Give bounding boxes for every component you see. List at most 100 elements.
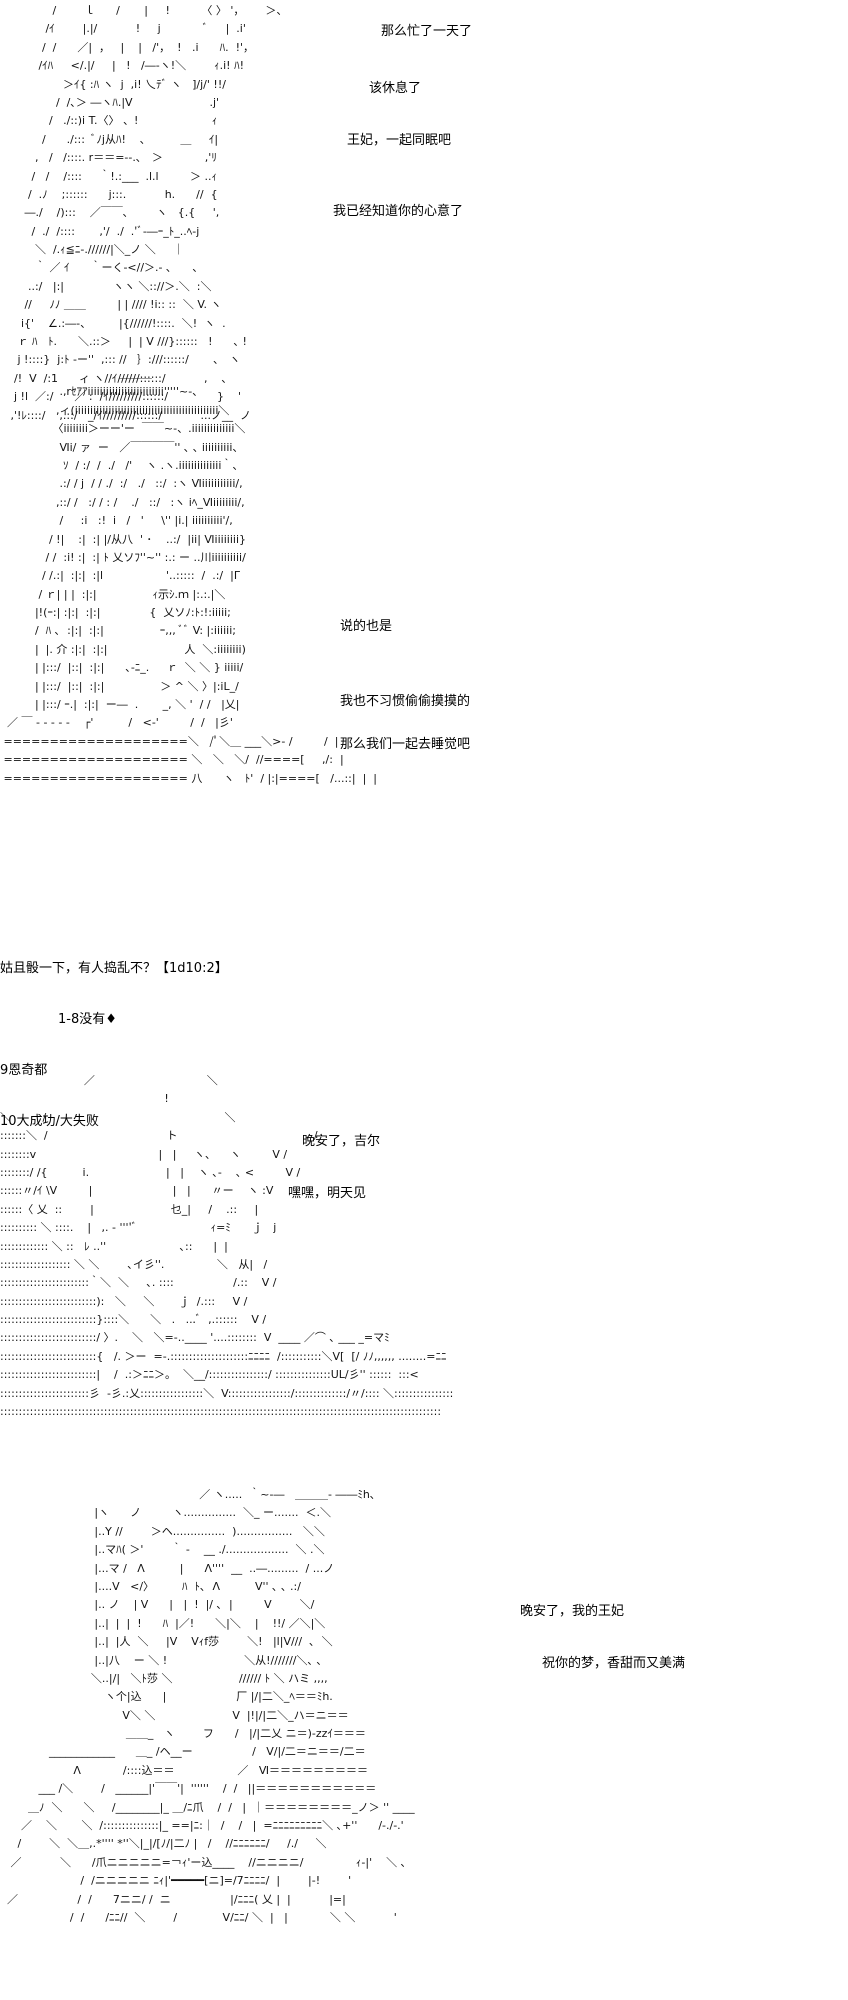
ascii-art-line: :::::::＼ / ト / [0,1129,318,1143]
ascii-art-line: / / /ﾆﾆ// ＼ / V/ﾆﾆ/ ＼ | | ＼ ＼ ' [0,1910,397,1924]
ascii-art-line: |..| |人 ＼ |V Vｨf莎 ＼! |l|V/// ､ ＼ [0,1635,333,1649]
dice-line: 1-8没有♦ [58,1012,117,1027]
dialogue-line: 该休息了 [369,81,422,96]
ascii-art-line: ::::::〈 乂 :: | 乜_| / .:: | [0,1202,259,1216]
ascii-art-line: /ｲ |.|/ ! j ﾞ | .i' [0,22,246,36]
ascii-art-line: ／ ＼ /爪ニニニニニ=￢ｨ'ー込____ //ニニニニ/ ｨ-|' ＼ ､ [0,1855,407,1869]
ascii-art-line: | |:::/ |::| :|:| ＞ ^ ＼ 〉|:iL_/ [0,679,239,693]
ascii-art-line: ::::::::/ /{ i. | | ヽ ､- ､ < V / [0,1165,301,1179]
ascii-art-line: j !l ／:/ ／ : /ｲ/////////::::::/ } ' [0,390,242,404]
ascii-art-line: / ｒ| | | :|:| ｨ示ｼ.ｍ |:.:.|＼ [0,587,226,601]
ascii-art-line: |..Y // ＞ヘ............... ).............… [0,1524,325,1538]
ascii-art-line: / ＼ ＼＿,.*'''' *''＼|_|/[ﾉ/|二ﾉ | / //ﾆﾆﾆﾆﾆ… [0,1837,327,1851]
ascii-art-line: | |:::/ ｰ.| :|:| ー― . _, ＼ ' / / |乂| [0,698,240,712]
ascii-art-line: ＿＿＿ [0,367,152,380]
dialogue-line: 王妃，一起同眠吧 [347,133,452,148]
ascii-art-line: / !| :| :| |/从八 ' ･ ..:/ |ii| Ⅵiiiiiiii} [0,532,246,546]
ascii-art-line: / ./::: ﾞﾉj从ﾊ! ､ ＿ ｲ| [0,132,219,146]
ascii-art-line: Ⅵi/ ァ ー ／￣￣￣￣'' ､ ､ iiiiiiiiii、 [0,440,244,454]
dialogue-line: 晚安了，吉尔 [302,1134,381,1149]
ascii-art-line: .:/ / j / / ./ :/ ./ ::/ :ヽ Ⅵiiiiiiiiiii… [0,477,243,491]
ascii-art-line: ====================＼ /ﾟ＼＿ ___＼>- / / | [0,734,339,748]
dice-line: 10大成功/大失败 [0,1114,99,1129]
ascii-art-line: ＼ / ＼ [0,1110,236,1124]
ascii-art-line: ／ ￣ ‐ ‐ ‐ ‐ ‐ ┌' / <-' / / |彡' [0,716,233,730]
ascii-art-line: ＿ﾉ ＼ ＼ /________|_ ＿/ﾆ爪 / / | ｜＝＝＝＝＝＝＝＝_… [0,1800,415,1814]
ascii-art-line: /ｲﾊ </.|/ | ! /―‐ヽ!＼ ｨ.i! ﾊ! [0,59,244,73]
ascii-art-line: , / /::::. r＝＝=‐-.､ ＞ ,'ﾘ [0,151,217,165]
ascii-art-line: ／ ヽ..... ｀~-― ＿＿＿- ――ﾐh､ [0,1488,376,1501]
dice-roll-note: 姑且骰一下，有人捣乱不？【1d10:2】 1-8没有♦ 9恩奇都 10大成功/大… [0,926,228,1147]
dialogue-line: 我已经知道你的心意了 [333,204,464,219]
ascii-art-line: Λ /::::込＝＝ ／ Ⅵ＝＝＝＝＝＝＝＝＝ [0,1763,369,1777]
ascii-art-line: |..| | | ! ﾊ |／! ＼|＼ | !!/ ／＼|＼ [0,1616,326,1630]
ascii-art-line: ____________ ＿_ /ヘ__ー / V/|/二＝ニ＝＝/二＝ [0,1745,366,1759]
ascii-art-line: j !::::} j:ﾄ ‐ー'' ,::: // ｝:///::::::/ ､… [0,353,241,367]
ascii-art-line: ::::::::::::::::::::::::彡 -彡.:乂:::::::::… [0,1386,454,1400]
ascii-art-line: ::::::::::::::::::::::::｀＼ ＼ ､. :::: /.:… [0,1276,277,1290]
ascii-art-line: | |. 介 :|:| :|:| 人 ＼:iiiiiiii) [0,642,246,656]
ascii-art-3: ／ ＼ !＼ / ＼:::::::＼ / ト [0,1072,453,1421]
ascii-art-line: ／ ＼ [0,1074,218,1087]
ascii-art-line: ::::::::::::::::::::::::::| / .:＞ﾆﾆ＞。 ＼_… [0,1368,419,1382]
ascii-art-line: ―./ /)::: ／￣￣､ ヽ {.{ ', [0,206,220,220]
ascii-art-line: / ｌ / | ! 〈 〉 '， ＞、 [0,4,288,17]
ascii-art-line: / :i :! i / ' \'' |i.| iiiiiiiiii'/, [0,514,233,528]
dialogue-line: 我也不习惯偷偷摸摸的 [340,694,471,709]
ascii-art-line: ,ィ(iiiiiiiiiiiiiiiiiiiiiiiiiiiiiiiiiiiii… [0,403,230,417]
ascii-art-line: / / ／| ， | | /'， ! .i ﾊ. !'， [0,40,254,54]
ascii-art-line: / /､＞ ―ヽﾊ.|V .j' [0,95,220,109]
dice-line: 9恩奇都 [0,1063,48,1078]
ascii-art-line: /! V /:1 ィ ヽ//ｲ//////::::::/ , ､ [0,371,228,385]
ascii-art-line: ,'!ﾚ::::/ ,.::/ _/ｲ/////////::::::/ ...ノ… [0,408,251,422]
ascii-art-line: :::::::::: ＼ ::::. | ,. - ''''ﾞ ｨ=ﾐ ｊ j [0,1221,277,1235]
ascii-art-line: ! [0,1092,169,1106]
ascii-art-line: | |:::/ |::| :|:| ､-ﾆ_. ｒ ＼ ＼ } iiiii/ [0,661,244,675]
ascii-art-line: ＿＿_ ヽ フ / |/|二乂 ニ＝)-zzｲ＝＝＝ [0,1727,366,1741]
ascii-art-line: / / :i! :| :| ﾄ 乂ソﾌ''~'' :.: ー ..川iiiiii… [0,550,246,564]
ascii-art-line: ::::::::::::::::::::::::::{ /. ＞ー =-.:::… [0,1349,447,1363]
ascii-art-line: ==================== 八 ヽ ﾄ' / |:|====[ /… [0,771,377,785]
ascii-art-line: / ./ /:::: ,'/ ./ .'ﾞ‐―ｰ_ﾄ_..ﾍ‐j [0,224,200,238]
ascii-art-line: ｀ ／ ｲ ｀ーく-<//＞.- ､ ､ [0,261,198,275]
dice-line: 姑且骰一下，有人捣乱不？【1d10:2】 [0,961,228,976]
ascii-art-line: ／ ＼ ＼ /:::::::::::::::|_ ==|ﾆ:｜ / / | =ﾆ… [0,1819,404,1833]
ascii-art-line: .,rｾｱｱiiiiiiiiiiiiiiiiiiiiiiiii'''''~-、 [0,385,204,399]
ascii-art-line: / /.:| :|:| :|l '..::::: / .:/ |Γ [0,569,240,583]
dialogue-line: 晚安了，我的王妃 [520,1604,625,1619]
ascii-art-line: i{' ∠.:―‐、 |{//////!::::. ＼! ヽ . [0,316,226,330]
dialogue-line: 祝你的梦，香甜而又美满 [542,1656,686,1671]
ascii-art-4: ／ ヽ..... ｀~-― ＿＿＿- ――ﾐh､ |ヽ ノ ヽ.........… [0,1486,415,1927]
ascii-art-line: / ﾊ ､ :|:| :|:| ｰ,,, ﾞﾞ V: |:iiiiii; [0,624,236,638]
ascii-art-line: |...マ / Λ | Λ'''' __ ..―......... / ...ノ [0,1561,335,1575]
ascii-art-line: ::::::::::::::::::::::::::/ 〉. ＼ ＼=-..__… [0,1331,390,1345]
ascii-art-line: ==================== ＼ ＼ ＼/ //====[ ,/: … [0,753,344,767]
ascii-art-line: 〈iiiiiiii＞ーー'ー ￣￣~-、.iiiiiiiiiiiiii＼ [0,422,246,436]
ascii-art-line: |....V </〉 ﾊ ﾄ､ Λ V'' ､ ､ .:/ [0,1579,301,1593]
ascii-art-line: ..:/ |:| ヽヽ ＼:://＞.＼ :＼ [0,279,212,293]
ascii-art-line: ::::::::v | | ヽ、 ヽ V / [0,1147,288,1161]
ascii-art-line: ::::::〃/ｲ \V | | | 〃ー ヽ :V [0,1184,274,1198]
dialogue-line: 说的也是 [340,619,393,634]
ascii-art-line: / ./::)i T.〈〉 、! ｨ [0,114,218,128]
ascii-art-line: / / /:::: ｀!.:___ .l.l ＞ ..ｨ [0,169,218,183]
ascii-art-line: ＼ /.ｨ≦ﾆ-.//////|＼_ノ ＼ ｜ [0,243,185,257]
ascii-art-1: / ｌ / | ! 〈 〉 '， ＞、 /ｲ |.|/ ! j ﾞ | .i' … [0,2,287,425]
ascii-art-line: ::::::::::::::::::::::::::}::::＼ ＼ . ...… [0,1313,267,1327]
ascii-art-line: / /ニニニニニ ﾆｨ|'━━━━━[ニ]=/7ﾆﾆﾆﾆ/ | |-! ' [0,1874,352,1888]
ascii-art-line: ___ /＼ / ______|'￣￣'| '''''' / / ||＝＝＝＝＝… [0,1782,377,1796]
ascii-art-line: ::::::::::::::::::::::::::): ＼ ＼ ｊ /.:::… [0,1294,248,1308]
ascii-art-line: ヽ个|込 | 厂 |/|二＼_ﾍ＝＝ﾐh. [0,1690,333,1704]
ascii-art-line: // ﾉﾉ ＿＿ | | //// !i:: :: ＼ V. ヽ [0,298,222,312]
ascii-art-line: ＼..|/| ＼ﾄ莎 ＼ ////// ﾄ ＼ ハミ ,,,, [0,1671,328,1685]
ascii-art-line: ｿ / :/ / ./ /' ヽ .ヽ.iiiiiiiiiiiiii｀、 [0,458,244,472]
dialogue-line: 那么我们一起去睡觉吧 [340,737,471,752]
ascii-art-line: ::::::::::::::::::: ＼ ＼ ､イ彡''. ＼ 从| / [0,1257,268,1271]
ascii-art-line: |.. ノ | V | | ! |/ ､ | V ＼/ [0,1598,315,1612]
ascii-art-line: ｒ ﾊ ﾄ. ＼.::＞ | | V ///}:::::: ! ､ ! [0,335,247,349]
ascii-art-line: |..|八 ー ＼ ! ＼从!///////＼､ ､ [0,1653,322,1667]
ascii-art-line: / .ﾉ ;:::::: j:::. h. // { [0,187,218,201]
ascii-art-line: ,::/ / :/ / : / ./ ::/ :ヽ iﾍ_Ⅵiiiiiiii/, [0,495,245,509]
ascii-art-line: ＞ｲ{ :ﾊ ヽ j ,i! 乀ﾃﾞ ヽ ]/j/' !!/ [0,77,226,91]
ascii-art-line: |ヽ ノ ヽ............... ＼_ ー....... ＜.＼ [0,1506,331,1520]
